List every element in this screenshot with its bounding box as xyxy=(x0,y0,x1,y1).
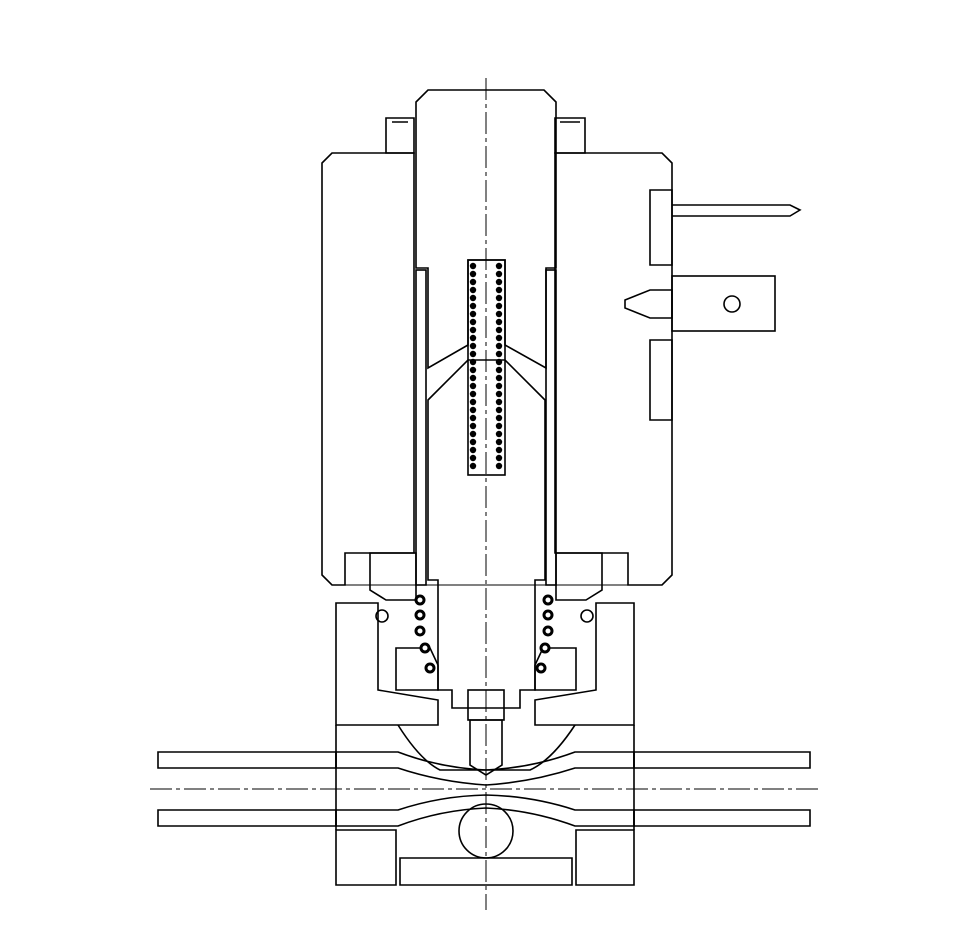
spring-coil xyxy=(469,326,477,334)
spring-coil xyxy=(495,374,503,382)
spring-coil xyxy=(469,286,477,294)
center-lines xyxy=(150,78,820,910)
spring-coil xyxy=(469,294,477,302)
spring-coil xyxy=(495,318,503,326)
terminal-connector xyxy=(624,189,802,421)
valve-body-lower xyxy=(335,724,635,886)
spring-coil xyxy=(495,342,503,350)
spring-coil xyxy=(469,382,477,390)
spring-coil xyxy=(495,446,503,454)
spring-coil xyxy=(469,366,477,374)
spring-coil xyxy=(469,278,477,286)
spring-coil xyxy=(495,302,503,310)
o-rings xyxy=(375,609,594,623)
spring-coil xyxy=(495,278,503,286)
spring-coil xyxy=(469,390,477,398)
spring-coil xyxy=(495,414,503,422)
spring-coil xyxy=(469,406,477,414)
spring-coil xyxy=(469,310,477,318)
central-spring xyxy=(469,262,503,470)
spring-coil xyxy=(495,310,503,318)
spring-coil xyxy=(469,270,477,278)
spring-coil xyxy=(495,438,503,446)
spring-coil xyxy=(539,642,551,654)
bonnet xyxy=(369,552,603,601)
spring-coil xyxy=(469,318,477,326)
spring-coil xyxy=(469,398,477,406)
spring-coil xyxy=(424,662,436,674)
spring-coil xyxy=(495,326,503,334)
spring-coil xyxy=(469,350,477,358)
spring-coil xyxy=(495,350,503,358)
spring-coil xyxy=(542,625,554,637)
spring-coil xyxy=(535,662,547,674)
spring-coil xyxy=(495,366,503,374)
spring-coil xyxy=(469,462,477,470)
spring-coil xyxy=(469,454,477,462)
spring-coil xyxy=(469,334,477,342)
spring-coil xyxy=(495,294,503,302)
spring-coil xyxy=(495,390,503,398)
spring-coil xyxy=(469,342,477,350)
top-cap xyxy=(385,117,586,154)
spring-coil xyxy=(495,270,503,278)
terminal-hole xyxy=(723,295,741,313)
spring-coil xyxy=(542,609,554,621)
spring-coil xyxy=(495,358,503,366)
spring-coil xyxy=(495,262,503,270)
spring-coil xyxy=(495,462,503,470)
spring-coil xyxy=(469,414,477,422)
spring-coil xyxy=(495,430,503,438)
spring-coil xyxy=(495,406,503,414)
spring-coil xyxy=(469,438,477,446)
spring-coil xyxy=(495,286,503,294)
guide-tube xyxy=(415,269,557,586)
spring-coil xyxy=(495,454,503,462)
spring-coil xyxy=(495,422,503,430)
spring-coil xyxy=(495,398,503,406)
spring-coil xyxy=(469,374,477,382)
spring-coil xyxy=(495,382,503,390)
spring-coil xyxy=(469,358,477,366)
spring-coil xyxy=(419,642,431,654)
spring-coil xyxy=(495,334,503,342)
spring-coil xyxy=(469,302,477,310)
return-spring xyxy=(414,594,554,674)
spring-coil xyxy=(469,430,477,438)
spring-coil xyxy=(469,446,477,454)
spring-coil xyxy=(414,594,426,606)
pipes xyxy=(157,751,811,827)
spring-coil xyxy=(469,422,477,430)
spring-coil xyxy=(414,609,426,621)
spring-coil xyxy=(469,262,477,270)
plunger xyxy=(427,359,546,709)
spring-coil xyxy=(542,594,554,606)
spring-coil xyxy=(414,625,426,637)
